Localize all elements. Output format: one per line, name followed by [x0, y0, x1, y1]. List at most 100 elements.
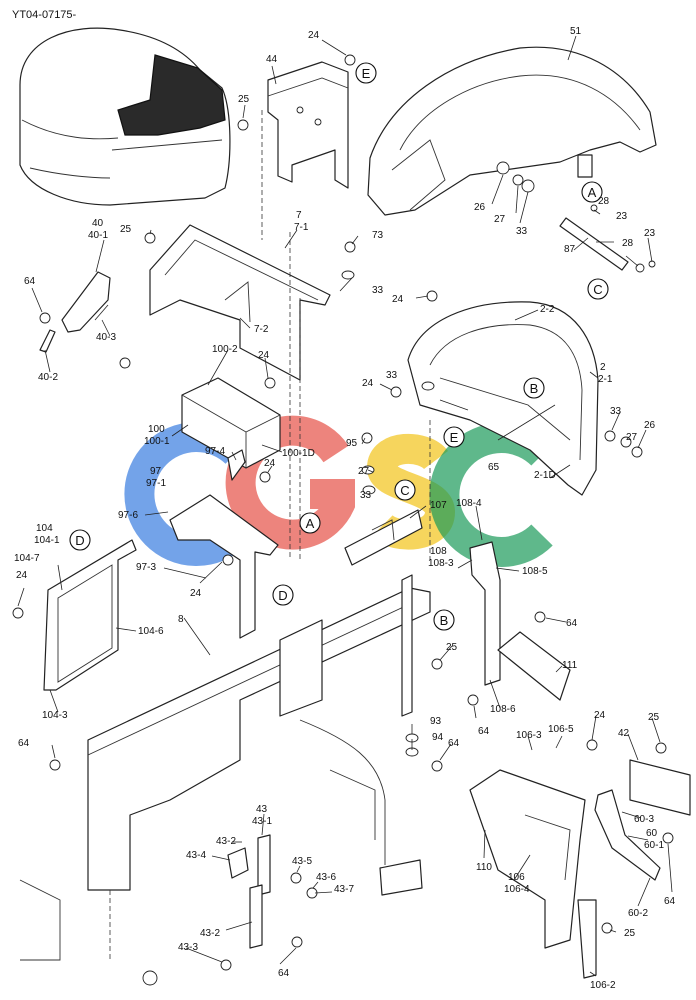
part-callout: 40-2 [38, 372, 58, 383]
part-callout: 111 [562, 660, 578, 671]
part-callout: 24 [362, 378, 374, 389]
part-callout: 95 [346, 438, 358, 449]
part-callout: 73 [372, 230, 384, 241]
part-callout: 104-3 [42, 710, 68, 721]
part-callout: 33 [516, 226, 528, 237]
part-callout: 108 [430, 546, 447, 557]
part-callout: 110 [476, 862, 492, 873]
part-callout: 64 [566, 618, 578, 629]
part-callout: 25 [120, 224, 132, 235]
part-42-plate [629, 759, 691, 816]
part-callout: 104 [36, 523, 53, 534]
part-callout: 64 [278, 968, 290, 979]
reference-marker: A [299, 512, 321, 534]
reference-letter: C [400, 483, 409, 498]
part-callout: 24 [264, 458, 276, 469]
reference-marker: A [581, 181, 603, 203]
part-callout: 93 [430, 716, 442, 727]
part-callout: 51 [570, 26, 582, 37]
part-callout: 25 [238, 94, 250, 105]
part-107-bracket [344, 509, 423, 566]
part-callout: 2-1D [534, 470, 556, 481]
reference-marker: C [587, 278, 609, 300]
reference-letter: C [593, 282, 602, 297]
reference-marker: B [523, 377, 545, 399]
part-callout: 43-1 [252, 816, 272, 827]
reference-letter: B [440, 613, 449, 628]
part-callout: 7-1 [294, 222, 309, 233]
part-callout: 40 [92, 218, 104, 229]
part-callout: 106-5 [548, 724, 574, 735]
part-callout: 24 [16, 570, 28, 581]
part-callout: 44 [266, 54, 278, 65]
part-callout: 64 [24, 276, 36, 287]
part-100-box [181, 377, 281, 469]
part-callout: 43-6 [316, 872, 336, 883]
part-callout: 7 [296, 210, 302, 221]
part-callout: 97-6 [118, 510, 138, 521]
part-callout: 65 [488, 462, 500, 473]
part-callout: 104-6 [138, 626, 164, 637]
reference-letter: E [362, 66, 371, 81]
part-callout: 94 [432, 732, 444, 743]
reference-letter: D [75, 533, 84, 548]
part-callout: 97-1 [146, 478, 166, 489]
part-callout: 28 [598, 196, 610, 207]
part-callout: 25 [624, 928, 636, 939]
part-callout: 108-4 [456, 498, 482, 509]
part-callout: 33 [386, 370, 398, 381]
part-51-cover [367, 46, 657, 216]
part-callout: 43-5 [292, 856, 312, 867]
part-callout: 100-1D [282, 448, 315, 459]
reference-letter: E [450, 430, 459, 445]
part-callout: 23 [616, 211, 628, 222]
part-callout: 2 [600, 362, 606, 373]
part-callout: 64 [448, 738, 460, 749]
part-callout: 60-1 [644, 840, 664, 851]
part-callout: 106-4 [504, 884, 530, 895]
leader-lines [17, 35, 673, 977]
part-callout: 27 [494, 214, 506, 225]
part-108-channel [469, 541, 501, 686]
part-callout: 26 [474, 202, 486, 213]
reference-marker: B [433, 609, 455, 631]
part-callout: 108-6 [490, 704, 516, 715]
part-callout: 43-3 [178, 942, 198, 953]
part-callout: 24 [190, 588, 202, 599]
part-callout: 27 [358, 466, 370, 477]
part-callout: 43-2 [216, 836, 236, 847]
reference-markers: E A C B E A C D D B [69, 62, 609, 631]
part-callout: 40-3 [96, 332, 116, 343]
part-callout: 2-1 [598, 374, 613, 385]
part-callout: 43-4 [186, 850, 206, 861]
part-callout: 24 [594, 710, 606, 721]
part-callout: 64 [664, 896, 676, 907]
part-callout: 108-3 [428, 558, 454, 569]
part-callout: 104-1 [34, 535, 60, 546]
part-callout: 28 [622, 238, 634, 249]
part-callout: 27 [626, 432, 638, 443]
part-111-plate [497, 631, 571, 701]
part-callout: 100 [148, 424, 165, 435]
part-callout: 43-2 [200, 928, 220, 939]
part-104-frame [43, 539, 137, 691]
part-callout: 60-2 [628, 908, 648, 919]
part-callout: 107 [430, 500, 447, 511]
part-callout: 100-1 [144, 436, 170, 447]
part-2-cover [407, 301, 599, 496]
part-callout: 42 [618, 728, 630, 739]
part-callout: 106-2 [590, 980, 616, 991]
part-callout: 64 [18, 738, 30, 749]
reference-letter: B [530, 381, 539, 396]
part-87-gas-strut [559, 204, 656, 273]
part-callout: 23 [644, 228, 656, 239]
part-callout: 97 [150, 466, 162, 477]
part-callout: 25 [446, 642, 458, 653]
part-callout: 26 [644, 420, 656, 431]
part-97-bracket [169, 449, 279, 639]
part-callout: 97-4 [205, 446, 225, 457]
hardware-fasteners [12, 54, 674, 971]
reference-letter: D [278, 588, 287, 603]
